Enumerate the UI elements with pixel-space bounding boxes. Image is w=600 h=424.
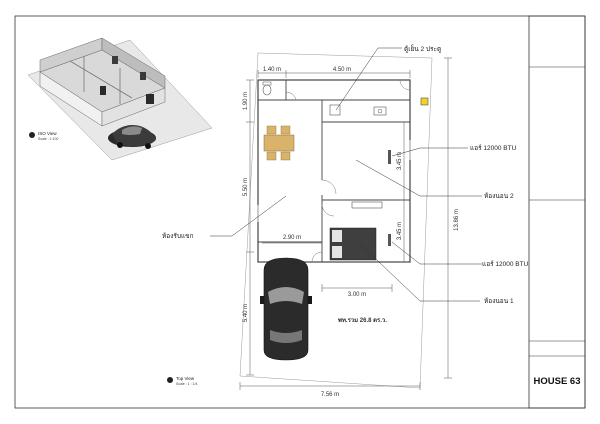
top-view-marker: [167, 377, 173, 383]
dim-bedroom1-width: 3.00 m: [348, 292, 366, 298]
floor-plan: 1.40 m 4.50 m 1.90 m 5.50 m 5.40 m 2.90 …: [162, 44, 529, 398]
ac-unit-top: [388, 150, 391, 164]
wardrobe-bedroom2: [351, 201, 383, 209]
iso-view-scale: Scale : 1:100: [38, 137, 58, 141]
title-block: HOUSE 63: [528, 15, 586, 409]
dining-table: [263, 125, 295, 161]
kitchen-sink: [373, 106, 387, 116]
iso-view: ISO View Scale : 1:100: [27, 37, 213, 161]
door-bathroom: [285, 91, 297, 101]
iso-car: [108, 125, 156, 149]
door-front: [311, 251, 323, 263]
label-ac-bottom: แอร์ 12000 BTU: [482, 260, 529, 268]
door-bedroom1: [321, 203, 335, 217]
label-area-total: พท.รวม 26.8 ตร.ว.: [338, 317, 387, 324]
bed-bedroom1: [329, 227, 377, 261]
carport-car: [260, 257, 312, 361]
toilet: [262, 84, 272, 96]
label-ac-top: แอร์ 12000 BTU: [470, 144, 517, 152]
dim-bedroom1-height: 3.45 m: [397, 222, 403, 240]
label-bedroom2: ห้องนอน 2: [484, 192, 514, 200]
dim-top-left: 1.40 m: [263, 67, 281, 73]
leader-lines: [210, 47, 482, 302]
door-bedroom2: [321, 179, 337, 195]
refrigerator: [329, 104, 341, 116]
top-view-title: Top View: [176, 376, 195, 381]
top-view-scale: Scale : 1 : 1/4: [176, 382, 197, 386]
dim-inner-width: 2.90 m: [283, 235, 301, 241]
dim-top-mid: 4.50 m: [333, 67, 351, 73]
ac-unit-bottom: [388, 234, 391, 246]
dim-left-low: 5.40 m: [243, 304, 249, 322]
dim-overall-width: 7.56 m: [321, 392, 339, 398]
exterior-wall: [257, 79, 411, 263]
iso-view-title: ISO View: [38, 131, 57, 136]
label-living-room: ห้องรับแขก: [162, 232, 194, 240]
dim-left-mid: 5.50 m: [243, 178, 249, 196]
dim-bedroom2-height: 3.45 m: [397, 152, 403, 170]
dim-left-top: 1.90 m: [243, 92, 249, 110]
sheet-title: HOUSE 63: [534, 376, 581, 387]
light-fixture: [420, 97, 429, 106]
dim-overall-height: 13.86 m: [454, 209, 460, 231]
dimension-lines: [239, 57, 452, 390]
iso-view-marker: [29, 132, 35, 138]
label-bedroom1: ห้องนอน 1: [484, 297, 514, 305]
door-kitchen: [399, 79, 411, 91]
label-wardrobe: ตู้เย็น 2 ประตู: [404, 44, 441, 53]
